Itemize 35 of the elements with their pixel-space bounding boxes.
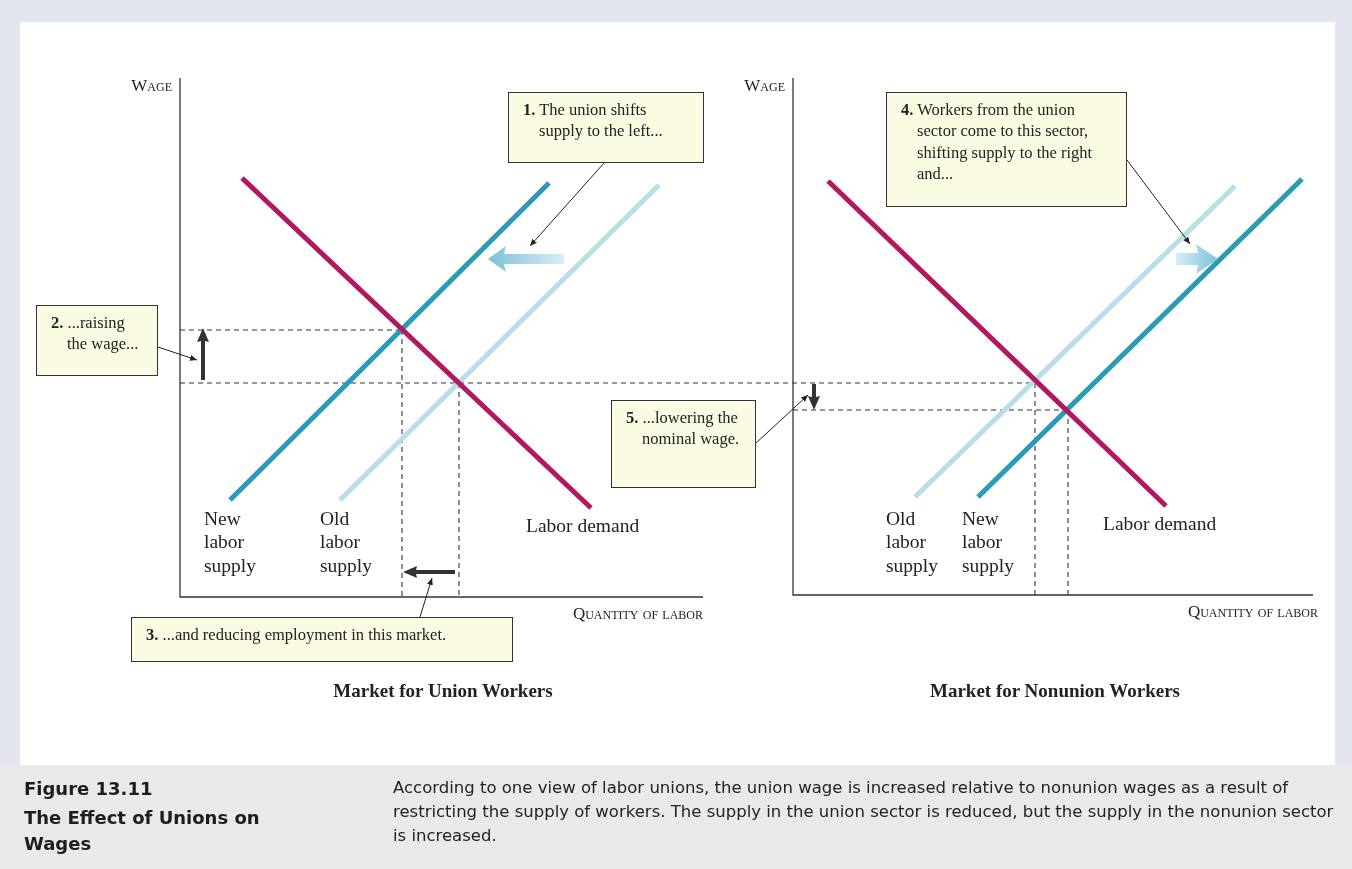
shift-arrow: [488, 246, 564, 272]
axis-label: Wage: [130, 76, 172, 97]
panel-title: Market for Union Workers: [332, 680, 554, 703]
leader-line: [1126, 159, 1191, 245]
curve-label: Labor demand: [1103, 512, 1217, 536]
axis-label: Quantity of labor: [571, 604, 703, 625]
callout-box: [508, 92, 704, 163]
leader-line: [419, 577, 433, 618]
leader-line: [529, 162, 605, 247]
callout-text: 2. ...raising the wage...: [51, 312, 140, 355]
callout-text: 1. The union shifts supply to the left...: [523, 99, 664, 142]
leader-line: [157, 346, 198, 361]
panel-title: Market for Nonunion Workers: [929, 680, 1181, 703]
curve-label: Old labor supply: [886, 507, 939, 578]
figure-title: The Effect of Unions on Wages: [24, 806, 261, 857]
caption-text: According to one view of labor unions, the union wage is increased relative to nonunion wages as a result of restricting the supply of workers. The supply in the union sector is reduced, but the supply in the nonunion sector is increased.: [393, 777, 1335, 847]
callout-box: [611, 400, 756, 488]
curve-label: Old labor supply: [320, 507, 373, 578]
axis-label: Quantity of labor: [1186, 602, 1318, 623]
figure-number: Figure 13.11: [24, 778, 154, 800]
down-arrow: [808, 384, 820, 410]
leader-line: [755, 394, 809, 444]
axis-label: Wage: [743, 76, 785, 97]
curve-label: New labor supply: [204, 507, 257, 578]
callout-box: [36, 305, 158, 376]
shift-arrow: [1176, 244, 1218, 274]
left-arrow: [403, 566, 455, 578]
callout-text: 4. Workers from the union sector come to this sector, shifting supply to the right and...: [901, 99, 1094, 185]
callout-text: 3. ...and reducing employment in this market.: [146, 624, 448, 646]
callout-box: [131, 617, 513, 662]
up-arrow: [197, 328, 209, 380]
curve-label: Labor demand: [526, 514, 640, 538]
callout-box: [886, 92, 1127, 207]
curve-label: New labor supply: [962, 507, 1015, 578]
callout-text: 5. ...lowering the nominal wage.: [626, 407, 741, 450]
